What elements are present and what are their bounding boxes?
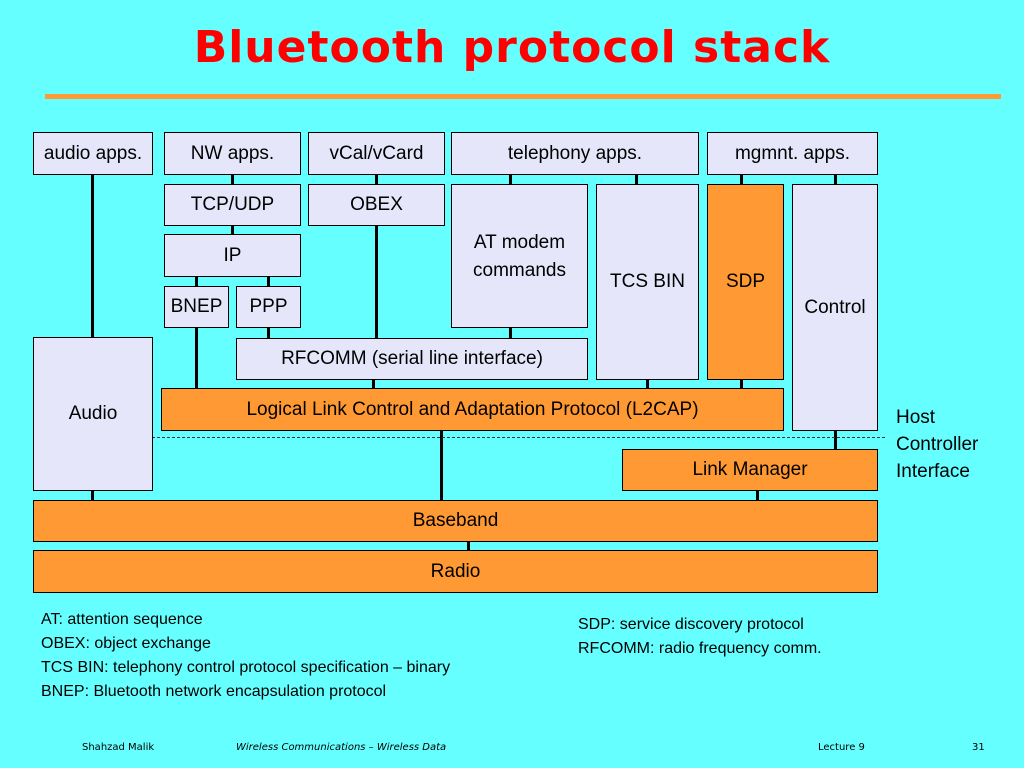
hci-label-line: Interface [896, 461, 970, 482]
ppp-box: PPP [236, 286, 301, 328]
hci-label-line: Host [896, 407, 936, 428]
wire-obex-rfcomm [375, 224, 378, 340]
wire-tel-at [509, 174, 512, 186]
wire-nw [231, 174, 234, 186]
wire-ip-ppp [267, 276, 270, 288]
legend-item: OBEX: object exchange [41, 635, 211, 652]
legend-right: SDP: service discovery protocol RFCOMM: … [578, 613, 822, 661]
obex-box: OBEX [308, 184, 445, 226]
wire-sdp-l2cap [740, 378, 743, 390]
radio-box: Radio [33, 550, 878, 593]
wire-ip-bnep [195, 276, 198, 288]
legend-item: AT: attention sequence [41, 611, 203, 628]
wire-tel-tcs [635, 174, 638, 186]
wire-baseband-radio [467, 540, 470, 552]
wire-ppp-rfcomm [267, 326, 270, 340]
rfcomm-box: RFCOMM (serial line interface) [236, 338, 588, 380]
mgmnt-apps-box: mgmnt. apps. [707, 132, 878, 175]
telephony-apps-box: telephony apps. [451, 132, 699, 175]
l2cap-box: Logical Link Control and Adaptation Prot… [161, 388, 784, 431]
hci-dashed-line [152, 437, 885, 438]
legend-item: SDP: service discovery protocol [578, 616, 804, 633]
at-modem-box: AT modem commands [451, 184, 588, 328]
bnep-box: BNEP [164, 286, 229, 328]
wire-l2cap-baseband [440, 430, 443, 502]
sdp-box: SDP [707, 184, 784, 380]
hci-label: Host Controller Interface [896, 404, 978, 485]
ip-box: IP [164, 234, 301, 277]
slide-title: Bluetooth protocol stack [193, 22, 831, 73]
wire-control-lm [834, 429, 837, 451]
footer-author: Shahzad Malik [82, 742, 155, 753]
wire-mgmnt-control [834, 174, 837, 186]
wire-rfcomm-l2cap [372, 378, 375, 390]
link-manager-box: Link Manager [622, 449, 878, 491]
tcp-udp-box: TCP/UDP [164, 184, 301, 226]
audio-apps-box: audio apps. [33, 132, 153, 175]
legend-item: RFCOMM: radio frequency comm. [578, 640, 822, 657]
baseband-box: Baseband [33, 500, 878, 542]
legend-item: TCS BIN: telephony control protocol spec… [41, 659, 451, 676]
wire-at-rfcomm [509, 326, 512, 340]
footer-lecture: Lecture 9 [818, 742, 865, 753]
wire-mgmnt-sdp [740, 174, 743, 186]
legend-item: BNEP: Bluetooth network encapsulation pr… [41, 683, 387, 700]
tcs-bin-box: TCS BIN [596, 184, 699, 380]
wire-lm-baseband [756, 489, 759, 502]
wire-vcal-obex [375, 174, 378, 186]
control-box: Control [792, 184, 878, 431]
hci-label-line: Controller [896, 434, 979, 455]
nw-apps-box: NW apps. [164, 132, 301, 175]
audio-box: Audio [33, 337, 153, 491]
wire-tcs-l2cap [646, 378, 649, 390]
title-underline [45, 94, 1001, 99]
vcal-vcard-box: vCal/vCard [308, 132, 445, 175]
footer-page-number: 31 [972, 742, 985, 753]
legend-left: AT: attention sequence OBEX: object exch… [41, 608, 450, 704]
footer-course: Wireless Communications – Wireless Data [236, 742, 447, 753]
wire-bnep-l2cap [195, 326, 198, 390]
wire-tcp-ip [231, 224, 234, 236]
